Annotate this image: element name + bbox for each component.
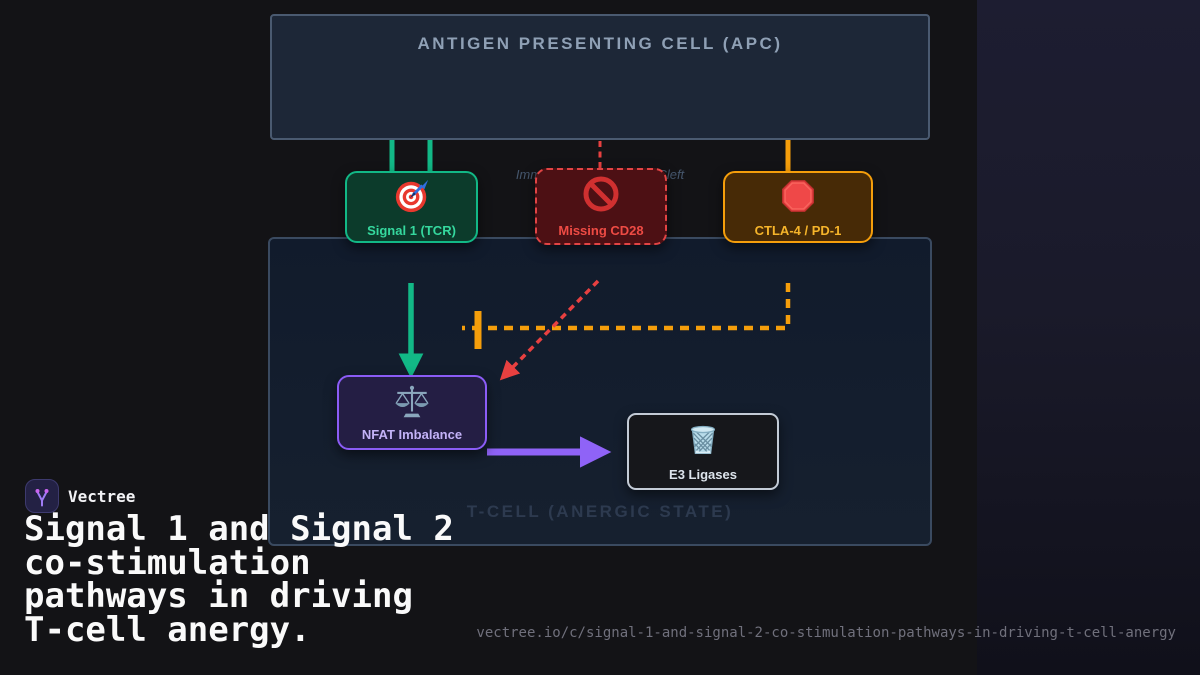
wastebasket-icon bbox=[684, 421, 722, 464]
card-url: vectree.io/c/signal-1-and-signal-2-co-st… bbox=[476, 625, 1176, 641]
balance-scale-icon bbox=[391, 383, 433, 424]
card-title: Signal 1 and Signal 2 co-stimulation pat… bbox=[24, 509, 454, 650]
node-e3-ligases: E3 Ligases bbox=[627, 413, 779, 490]
node-missing-cd28: Missing CD28 bbox=[535, 168, 667, 245]
node-signal1-label: Signal 1 (TCR) bbox=[367, 222, 456, 238]
node-ctla4-pd1-label: CTLA-4 / PD-1 bbox=[754, 222, 842, 238]
node-missing-cd28-label: Missing CD28 bbox=[558, 223, 644, 238]
card-title-line-1: Signal 1 and Signal 2 bbox=[24, 509, 454, 549]
node-ctla4-pd1: CTLA-4 / PD-1 bbox=[723, 171, 873, 243]
tcell-label: T-CELL (ANERGIC STATE) bbox=[466, 502, 734, 521]
vectree-logo bbox=[25, 479, 59, 513]
node-nfat-imbalance: NFAT Imbalance bbox=[337, 375, 487, 450]
card-title-line-4: T-cell anergy. bbox=[24, 609, 311, 650]
card-title-line-3: pathways in driving bbox=[24, 576, 413, 616]
brand-name: Vectree bbox=[68, 487, 136, 506]
node-nfat-imbalance-label: NFAT Imbalance bbox=[361, 427, 463, 442]
card-title-line-2: co-stimulation bbox=[24, 542, 311, 583]
background-gradient-strip bbox=[977, 0, 1200, 675]
node-signal1-tcr: Signal 1 (TCR) bbox=[345, 171, 478, 243]
stop-sign-icon bbox=[779, 177, 817, 220]
branch-icon bbox=[35, 489, 49, 507]
node-e3-ligases-label: E3 Ligases bbox=[669, 467, 737, 482]
apc-container: ANTIGEN PRESENTING CELL (APC) bbox=[270, 14, 930, 140]
prohibited-icon bbox=[581, 175, 621, 220]
apc-label: ANTIGEN PRESENTING CELL (APC) bbox=[417, 34, 783, 53]
target-icon bbox=[393, 177, 431, 220]
